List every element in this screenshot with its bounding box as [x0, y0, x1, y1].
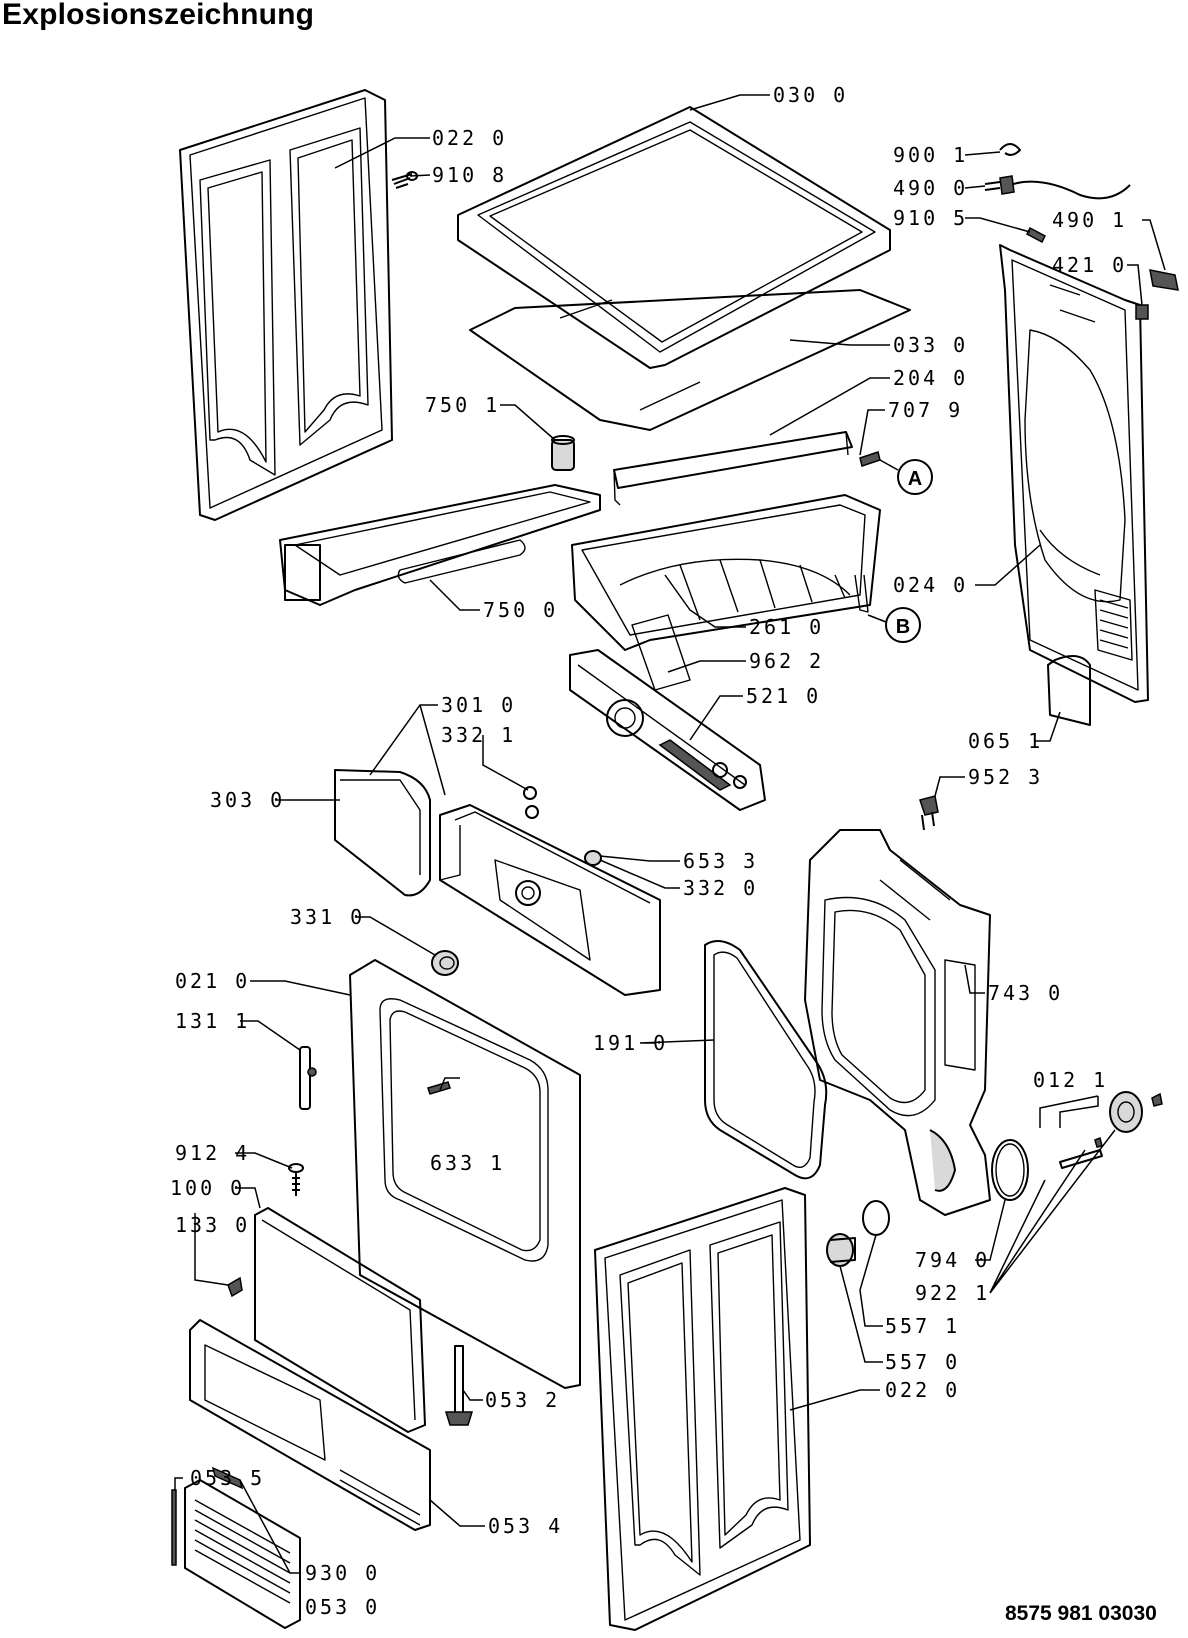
- sensor-557-0: [826, 1233, 856, 1267]
- side-panel-left: [179, 89, 393, 521]
- knob-332-0: [584, 850, 602, 866]
- part-label-012-1: 012 1: [1033, 1068, 1108, 1092]
- clip-421-0: [1135, 304, 1149, 320]
- part-label-303-0: 303 0: [210, 788, 285, 812]
- foot-053-2: [444, 1345, 474, 1426]
- power-cord: [984, 175, 1131, 200]
- knob-332-1: [523, 786, 539, 819]
- part-label-421-0: 421 0: [1052, 253, 1127, 277]
- part-label-910-8: 910 8: [432, 163, 507, 187]
- part-label-743-0: 743 0: [988, 981, 1063, 1005]
- part-label-100-0: 100 0: [170, 1176, 245, 1200]
- part-label-332-0: 332 0: [683, 876, 758, 900]
- part-label-557-1: 557 1: [885, 1314, 960, 1338]
- part-label-053-0: 053 0: [305, 1595, 380, 1619]
- label-sticker: [631, 614, 691, 691]
- part-label-053-2: 053 2: [485, 1388, 560, 1412]
- part-label-053-5: 053 5: [190, 1466, 265, 1490]
- part-label-633-1: 633 1: [430, 1151, 505, 1175]
- screw-910-8: [391, 171, 418, 189]
- part-label-065-1: 065 1: [968, 729, 1043, 753]
- callout-a-label: A: [908, 468, 922, 490]
- strip-053-5: [171, 1489, 177, 1566]
- part-label-133-0: 133 0: [175, 1213, 250, 1237]
- panel-cover-065-1: [1047, 655, 1091, 726]
- part-label-750-1: 750 1: [425, 393, 500, 417]
- part-label-053-4: 053 4: [488, 1514, 563, 1538]
- part-label-490-0: 490 0: [893, 176, 968, 200]
- part-label-930-0: 930 0: [305, 1561, 380, 1585]
- part-label-022-0-top: 022 0: [432, 126, 507, 150]
- filter-strip: [613, 431, 853, 506]
- front-bearing: [804, 829, 991, 1216]
- control-panel: [439, 804, 661, 996]
- door: [254, 1207, 426, 1433]
- lower-frame: [189, 1319, 431, 1531]
- part-label-191-0: 191 0: [593, 1031, 668, 1055]
- part-label-030-0: 030 0: [773, 83, 848, 107]
- side-panel-right: [594, 1187, 811, 1631]
- part-label-301-0: 301 0: [441, 693, 516, 717]
- part-label-912-4: 912 4: [175, 1141, 250, 1165]
- oring-794-0: [991, 1139, 1029, 1201]
- catch-133-0: [227, 1276, 243, 1298]
- part-label-900-1: 900 1: [893, 143, 968, 167]
- oring-557-1: [862, 1200, 890, 1236]
- leader-lines: [174, 94, 1166, 1607]
- part-label-750-0: 750 0: [483, 598, 558, 622]
- part-label-204-0: 204 0: [893, 366, 968, 390]
- back-panel: [999, 244, 1149, 703]
- front-panel: [349, 959, 581, 1389]
- part-label-922-1: 922 1: [915, 1281, 990, 1305]
- plug-952-3: [919, 795, 939, 831]
- part-label-033-0: 033 0: [893, 333, 968, 357]
- part-label-962-2: 962 2: [749, 649, 824, 673]
- callout-b: B: [867, 607, 921, 643]
- part-label-794-0: 794 0: [915, 1248, 990, 1272]
- screw-912-4: [288, 1163, 304, 1196]
- pin-633-1: [427, 1081, 451, 1095]
- part-label-131-1: 131 1: [175, 1009, 250, 1033]
- under-plate: [469, 289, 911, 431]
- knob-331-0: [431, 950, 459, 976]
- part-label-557-0: 557 0: [885, 1350, 960, 1374]
- door-seal: [704, 940, 828, 1180]
- part-labels: 030 0 022 0 910 8 900 1 490 0 910 5 490 …: [170, 83, 1127, 1619]
- callout-b-label: B: [896, 616, 910, 638]
- part-label-331-0: 331 0: [290, 905, 365, 929]
- part-label-653-3: 653 3: [683, 849, 758, 873]
- hinge-131-1: [299, 1046, 317, 1110]
- cable-clip-900-1: [999, 143, 1021, 156]
- part-label-521-0: 521 0: [746, 684, 821, 708]
- filter-grille: [184, 1466, 301, 1629]
- page-title: Explosionszeichnung: [2, 0, 315, 31]
- handle-303: [334, 769, 431, 897]
- part-label-910-5: 910 5: [893, 206, 968, 230]
- callout-a: A: [879, 459, 933, 495]
- air-duct: [571, 494, 881, 651]
- part-label-022-0-bottom: 022 0: [885, 1378, 960, 1402]
- part-label-707-9: 707 9: [888, 398, 963, 422]
- part-label-261-0: 261 0: [749, 615, 824, 639]
- control-board: [569, 649, 766, 811]
- document-number: 8575 981 03030: [1005, 1602, 1157, 1625]
- part-label-024-0: 024 0: [893, 573, 968, 597]
- part-label-490-1: 490 1: [1052, 208, 1127, 232]
- top-cover: [457, 106, 891, 369]
- part-label-021-0: 021 0: [175, 969, 250, 993]
- screw-910-5: [1026, 226, 1046, 244]
- terminal-490-1: [1149, 269, 1179, 291]
- adapter-750-1: [551, 435, 575, 471]
- pin-707-9: [859, 451, 881, 467]
- part-label-952-3: 952 3: [968, 765, 1043, 789]
- part-label-332-1: 332 1: [441, 723, 516, 747]
- front-trough: [279, 484, 601, 606]
- fan-012-1: [1059, 1091, 1163, 1169]
